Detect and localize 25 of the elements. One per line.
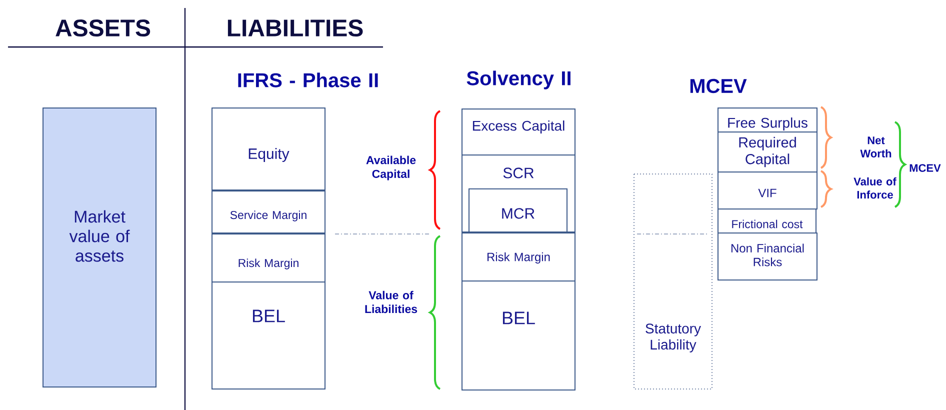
- column-heading: LIABILITIES: [228, 20, 363, 36]
- balance-box: Free Surplus: [718, 108, 818, 132]
- brace-label: Value of Liabilities: [365, 290, 418, 314]
- section-title: Solvency II: [466, 70, 570, 90]
- balance-box: Service Margin: [212, 190, 326, 234]
- section-title: MCEV: [690, 78, 747, 94]
- balance-box: Required Capital: [718, 132, 818, 172]
- balance-box: Risk Margin: [212, 234, 326, 282]
- column-heading: ASSETS: [56, 20, 150, 36]
- balance-box: Equity: [212, 108, 326, 190]
- balance-box: Frictional cost: [718, 208, 816, 234]
- asset-box: Market value of assets: [42, 108, 156, 388]
- brace-label: Available Capital: [366, 156, 416, 180]
- brace-label: Net Worth: [860, 136, 892, 158]
- brace-label: Value of Inforce: [854, 177, 896, 199]
- section-title: IFRS - Phase II: [238, 72, 378, 88]
- balance-box: Non Financial Risks: [718, 232, 818, 280]
- balance-box: BEL: [212, 282, 326, 390]
- balance-box: MCR: [468, 188, 568, 232]
- balance-box: Excess Capital: [462, 108, 576, 156]
- dotted-box: Statutory Liability: [634, 174, 712, 390]
- brace-label: MCEV: [910, 164, 941, 172]
- balance-box: VIF: [718, 172, 818, 210]
- balance-box: BEL: [462, 280, 576, 390]
- balance-box: Risk Margin: [462, 232, 576, 282]
